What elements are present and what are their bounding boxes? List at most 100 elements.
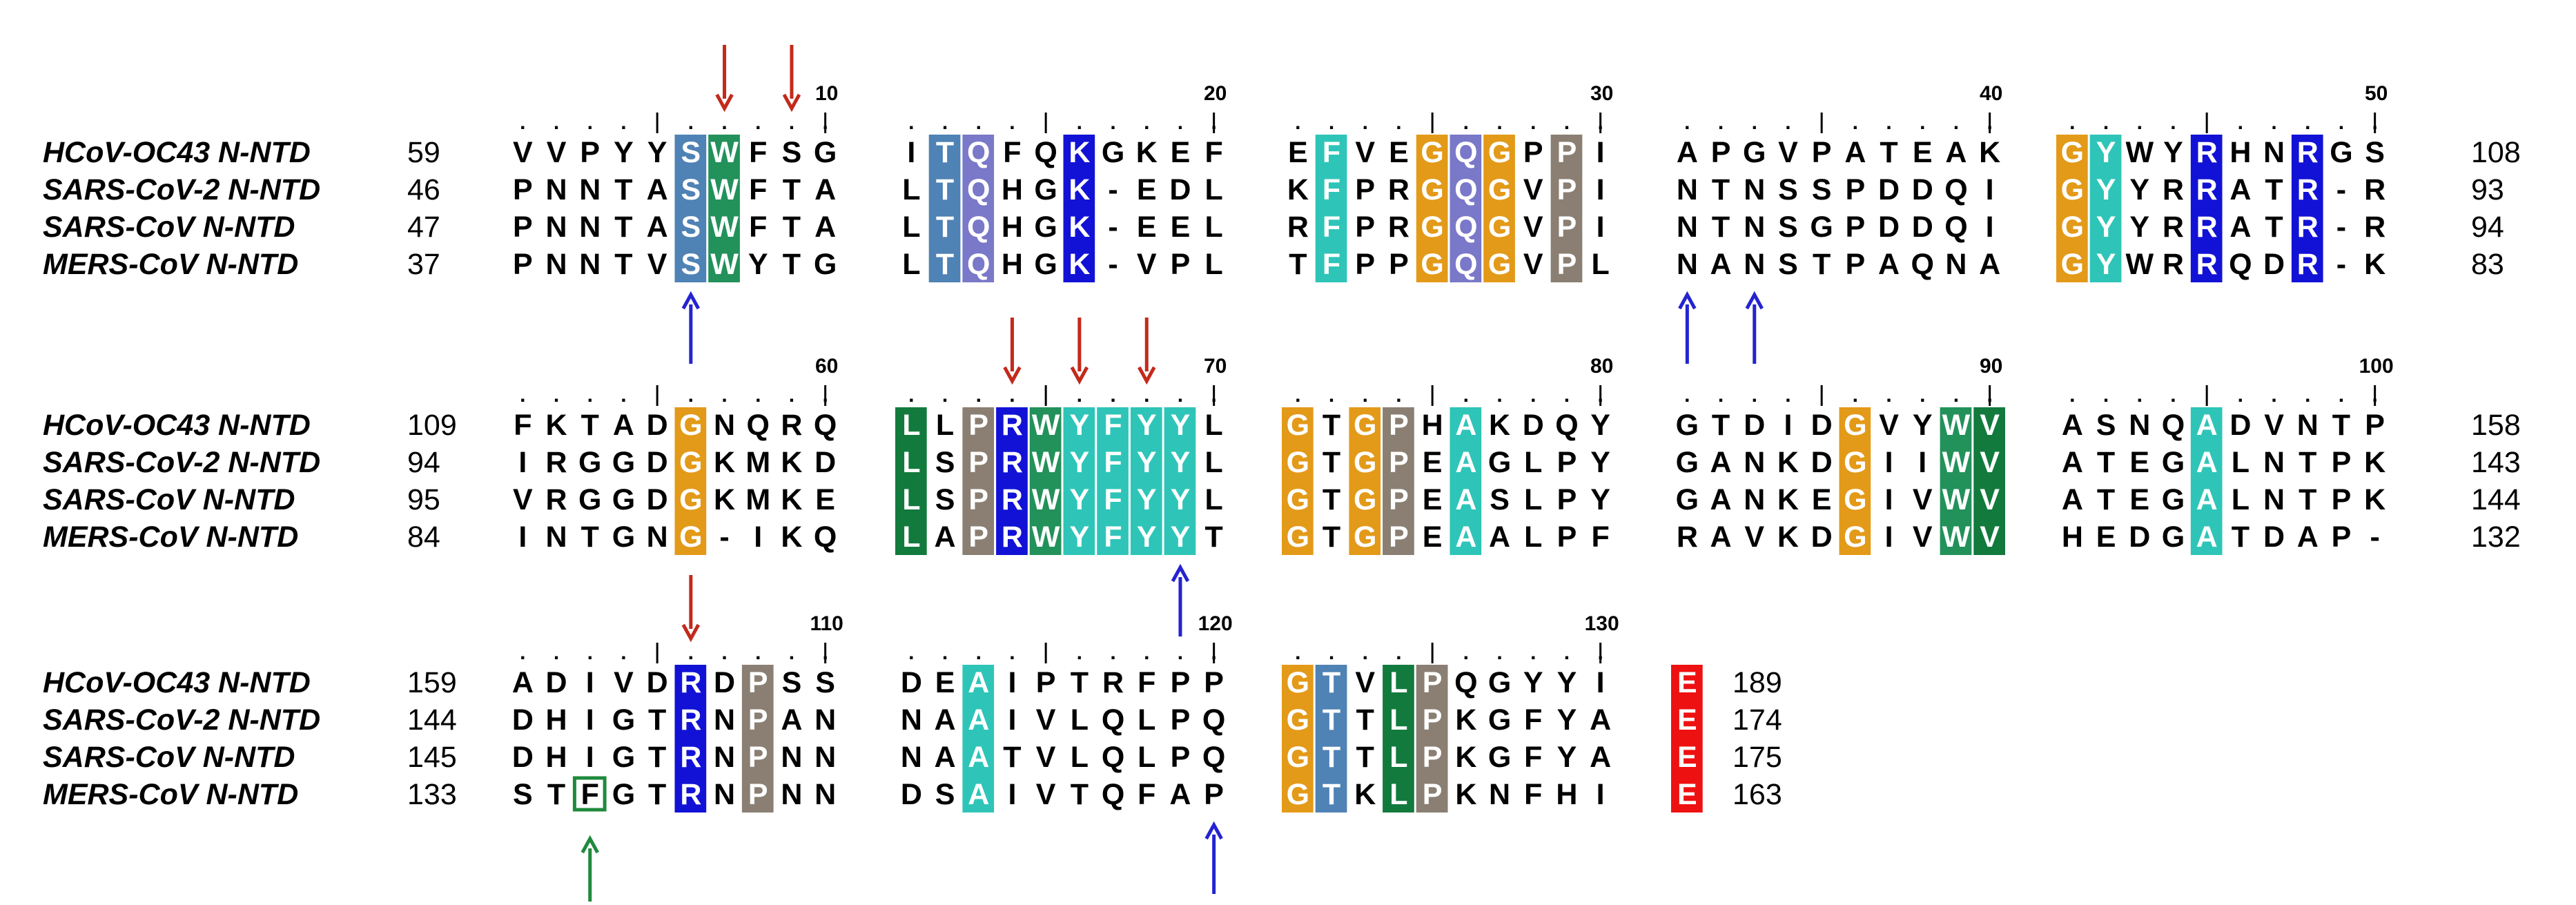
residue: V	[1879, 409, 1899, 442]
conserved-column-highlight	[741, 665, 774, 812]
residue: G	[1488, 136, 1511, 169]
residue: A	[781, 703, 802, 737]
residue: Q	[967, 248, 990, 281]
ruler-dot: .	[1530, 641, 1536, 664]
ruler-dot: .	[587, 641, 593, 664]
sequence-name: SARS-CoV N-NTD	[43, 741, 295, 774]
residue: G	[1488, 248, 1511, 281]
residue: N	[1677, 248, 1698, 281]
residue: G	[612, 741, 635, 774]
ruler-dot: .	[1752, 111, 1757, 134]
conserved-column-highlight	[1450, 407, 1482, 555]
ruler-dot: .	[1363, 111, 1368, 134]
residue: E	[1389, 136, 1409, 169]
residue: L	[1071, 703, 1089, 737]
residue: P	[1557, 483, 1577, 516]
residue: F	[1524, 703, 1542, 737]
ruler-dot: .	[1463, 111, 1469, 134]
ruler-dot: .	[688, 384, 694, 407]
residue: G	[1287, 703, 1309, 737]
residue: Q	[1102, 703, 1124, 737]
residue: -	[1108, 173, 1118, 206]
residue: L	[1524, 520, 1542, 554]
residue: V	[1980, 520, 2000, 554]
sequence-name: SARS-CoV-2 N-NTD	[43, 446, 320, 479]
residue: I	[1986, 173, 1994, 206]
sequence-name: SARS-CoV N-NTD	[43, 483, 295, 516]
residue: H	[1422, 409, 1443, 442]
ruler-dot: .	[1785, 111, 1790, 134]
residue: A	[1710, 446, 1732, 479]
residue: W	[1942, 409, 1971, 442]
residue: Y	[1557, 666, 1577, 699]
residue: G	[2061, 173, 2084, 206]
residue: L	[1389, 741, 1407, 774]
sequence-end-number: 83	[2471, 248, 2504, 281]
residue: G	[2061, 211, 2084, 244]
residue: S	[782, 136, 802, 169]
residue: G	[1354, 520, 1376, 554]
residue: T	[1356, 703, 1374, 737]
ruler-dot: .	[1396, 111, 1401, 134]
conserved-column-highlight	[1483, 135, 1515, 282]
sequence-start-number: 159	[407, 666, 457, 699]
residue: R	[2196, 136, 2218, 169]
residue: D	[1912, 173, 1933, 206]
residue: G	[1287, 483, 1309, 516]
residue: E	[1677, 741, 1697, 774]
ruler-number: 50	[2365, 82, 2388, 105]
ruler-dot: .	[1329, 111, 1334, 134]
residue: P	[1355, 173, 1375, 206]
residue: L	[1592, 248, 1610, 281]
ruler-dot: .	[1110, 384, 1115, 407]
conserved-column-highlight	[895, 407, 927, 555]
residue: Y	[748, 248, 768, 281]
conserved-column-highlight	[1973, 407, 2005, 555]
residue: Q	[1911, 248, 1934, 281]
residue: A	[512, 666, 534, 699]
sequence-end-number: 132	[2471, 520, 2521, 554]
residue: G	[578, 446, 601, 479]
ruler-dot: .	[1144, 641, 1149, 664]
residue: N	[814, 703, 836, 737]
residue: S	[681, 248, 701, 281]
residue: T	[648, 778, 666, 811]
residue: R	[2196, 211, 2218, 244]
residue: K	[714, 483, 735, 516]
residue: I	[518, 446, 527, 479]
residue: G	[1844, 520, 1866, 554]
residue: A	[2196, 409, 2218, 442]
residue: E	[1812, 483, 1832, 516]
residue: E	[815, 483, 835, 516]
residue: P	[748, 741, 768, 774]
residue: G	[1421, 136, 1443, 169]
residue: N	[1489, 778, 1510, 811]
residue: V	[1355, 666, 1375, 699]
ruler-dot: .	[2238, 111, 2243, 134]
residue: P	[1423, 703, 1443, 737]
residue: D	[647, 666, 668, 699]
residue: Q	[814, 409, 837, 442]
ruler-dot: .	[721, 384, 727, 407]
residue: L	[1205, 248, 1223, 281]
residue: S	[815, 666, 835, 699]
residue: I	[1008, 703, 1016, 737]
residue: H	[1556, 778, 1577, 811]
ruler-dot: .	[1329, 641, 1334, 664]
residue: I	[586, 741, 594, 774]
ruler-dot: .	[1684, 111, 1690, 134]
residue: T	[1323, 520, 1340, 554]
ruler-dot: .	[755, 384, 761, 407]
conserved-column-highlight	[1383, 665, 1414, 812]
residue: L	[902, 248, 920, 281]
residue: A	[1710, 248, 1732, 281]
ruler-dot: .	[1564, 641, 1570, 664]
residue: V	[1523, 211, 1543, 244]
conserved-column-highlight	[962, 135, 995, 282]
conserved-column-highlight	[1097, 407, 1129, 555]
residue: S	[1812, 173, 1832, 206]
residue: R	[680, 666, 701, 699]
residue: L	[902, 446, 920, 479]
residue: A	[2062, 483, 2083, 516]
residue: R	[2297, 136, 2319, 169]
